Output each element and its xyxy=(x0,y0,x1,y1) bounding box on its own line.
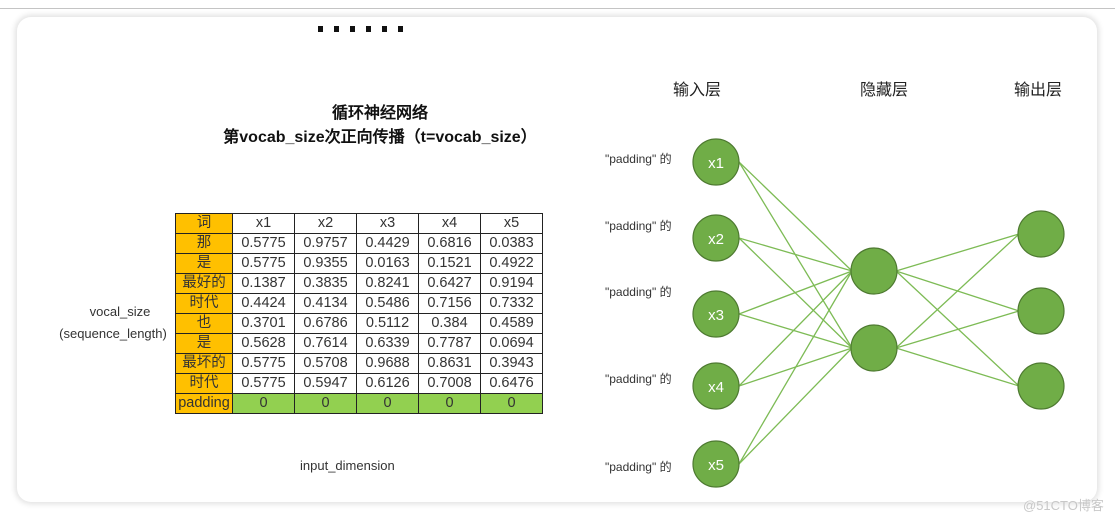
node-label: x5 xyxy=(708,457,724,474)
table-row: 最好的 0.1387 0.3835 0.8241 0.6427 0.9194 xyxy=(175,273,543,294)
cell: 0.4429 xyxy=(356,233,419,254)
output-node xyxy=(1017,210,1065,258)
row-word: 也 xyxy=(175,313,233,334)
table-row-padding: padding 0 0 0 0 0 xyxy=(175,393,543,414)
cell: 0.7332 xyxy=(480,293,543,314)
cell: 0.6816 xyxy=(418,233,481,254)
top-divider xyxy=(0,8,1115,9)
input-node-label: "padding" 的 xyxy=(605,152,672,166)
connection-edges xyxy=(738,161,1020,465)
hidden-node xyxy=(850,324,898,372)
input-node-label: "padding" 的 xyxy=(605,285,672,299)
input-node-x5 xyxy=(692,440,740,488)
cell: 0.7156 xyxy=(418,293,481,314)
cell: 0.4589 xyxy=(480,313,543,334)
row-word: 时代 xyxy=(175,293,233,314)
cell: 0.5775 xyxy=(232,233,295,254)
output-layer-title: 输出层 xyxy=(1014,82,1063,99)
input-dimension-label: input_dimension xyxy=(300,458,395,473)
table-row: 也 0.3701 0.6786 0.5112 0.384 0.4589 xyxy=(175,313,543,334)
cell: 0.5775 xyxy=(232,353,295,374)
cell: 0.9757 xyxy=(294,233,357,254)
column-header: x4 xyxy=(418,213,481,234)
cell: 0.4424 xyxy=(232,293,295,314)
input-layer-title: 输入层 xyxy=(673,82,722,99)
embedding-table: 词 x1 x2 x3 x4 x5 那 0.5775 0.9757 0.4429 … xyxy=(175,213,543,414)
table-row: 那 0.5775 0.9757 0.4429 0.6816 0.0383 xyxy=(175,233,543,254)
cell: 0.6427 xyxy=(418,273,481,294)
cell: 0.5947 xyxy=(294,373,357,394)
input-node-x1 xyxy=(692,138,740,186)
node-label: x1 xyxy=(708,155,724,172)
dot-icon xyxy=(382,26,387,32)
cell: 0 xyxy=(480,393,543,414)
cell: 0 xyxy=(232,393,295,414)
row-word: 最好的 xyxy=(175,273,233,294)
row-word: 那 xyxy=(175,233,233,254)
output-node xyxy=(1017,287,1065,335)
cell: 0.5775 xyxy=(232,373,295,394)
watermark: @51CTO博客 xyxy=(1023,498,1104,513)
input-node-label: "padding" 的 xyxy=(605,219,672,233)
column-header: x5 xyxy=(480,213,543,234)
figure-subtitle: 第vocab_size次正向传播（t=vocab_size） xyxy=(223,129,537,146)
input-node-x4 xyxy=(692,362,740,410)
input-node-x2 xyxy=(692,214,740,262)
table-header-row: 词 x1 x2 x3 x4 x5 xyxy=(175,213,543,234)
sequence-axis-sublabel: (sequence_length) xyxy=(59,326,167,341)
input-node-x3 xyxy=(692,290,740,338)
dot-icon xyxy=(366,26,371,32)
row-word: padding xyxy=(175,393,233,414)
ellipsis-dots xyxy=(318,26,403,32)
cell: 0.7787 xyxy=(418,333,481,354)
dot-icon xyxy=(398,26,403,32)
cell: 0.7614 xyxy=(294,333,357,354)
cell: 0.384 xyxy=(418,313,481,334)
cell: 0.4922 xyxy=(480,253,543,274)
dot-icon xyxy=(350,26,355,32)
cell: 0.9194 xyxy=(480,273,543,294)
cell: 0.3701 xyxy=(232,313,295,334)
table-row: 最坏的 0.5775 0.5708 0.9688 0.8631 0.3943 xyxy=(175,353,543,374)
cell: 0.4134 xyxy=(294,293,357,314)
dot-icon xyxy=(318,26,323,32)
cell: 0.6339 xyxy=(356,333,419,354)
sequence-axis-label: vocal_size xyxy=(89,304,151,319)
hidden-node xyxy=(850,247,898,295)
input-node-label: "padding" 的 xyxy=(605,372,672,386)
cell: 0.8241 xyxy=(356,273,419,294)
cell: 0 xyxy=(294,393,357,414)
cell: 0.8631 xyxy=(418,353,481,374)
column-header: 词 xyxy=(175,213,233,234)
input-node-label: "padding" 的 xyxy=(605,460,672,474)
column-header: x1 xyxy=(232,213,295,234)
table-row: 时代 0.4424 0.4134 0.5486 0.7156 0.7332 xyxy=(175,293,543,314)
node-label: x2 xyxy=(708,231,724,248)
table-row: 是 0.5628 0.7614 0.6339 0.7787 0.0694 xyxy=(175,333,543,354)
cell: 0.6476 xyxy=(480,373,543,394)
figure-title: 循环神经网络 xyxy=(331,105,428,122)
column-header: x2 xyxy=(294,213,357,234)
cell: 0 xyxy=(418,393,481,414)
hidden-layer-title: 隐藏层 xyxy=(860,82,909,99)
cell: 0.1387 xyxy=(232,273,295,294)
node-label: x3 xyxy=(708,307,724,324)
cell: 0.5775 xyxy=(232,253,295,274)
cell: 0.0694 xyxy=(480,333,543,354)
cell: 0.7008 xyxy=(418,373,481,394)
node-label: x4 xyxy=(708,379,724,396)
output-node xyxy=(1017,362,1065,410)
cell: 0.5628 xyxy=(232,333,295,354)
dot-icon xyxy=(334,26,339,32)
